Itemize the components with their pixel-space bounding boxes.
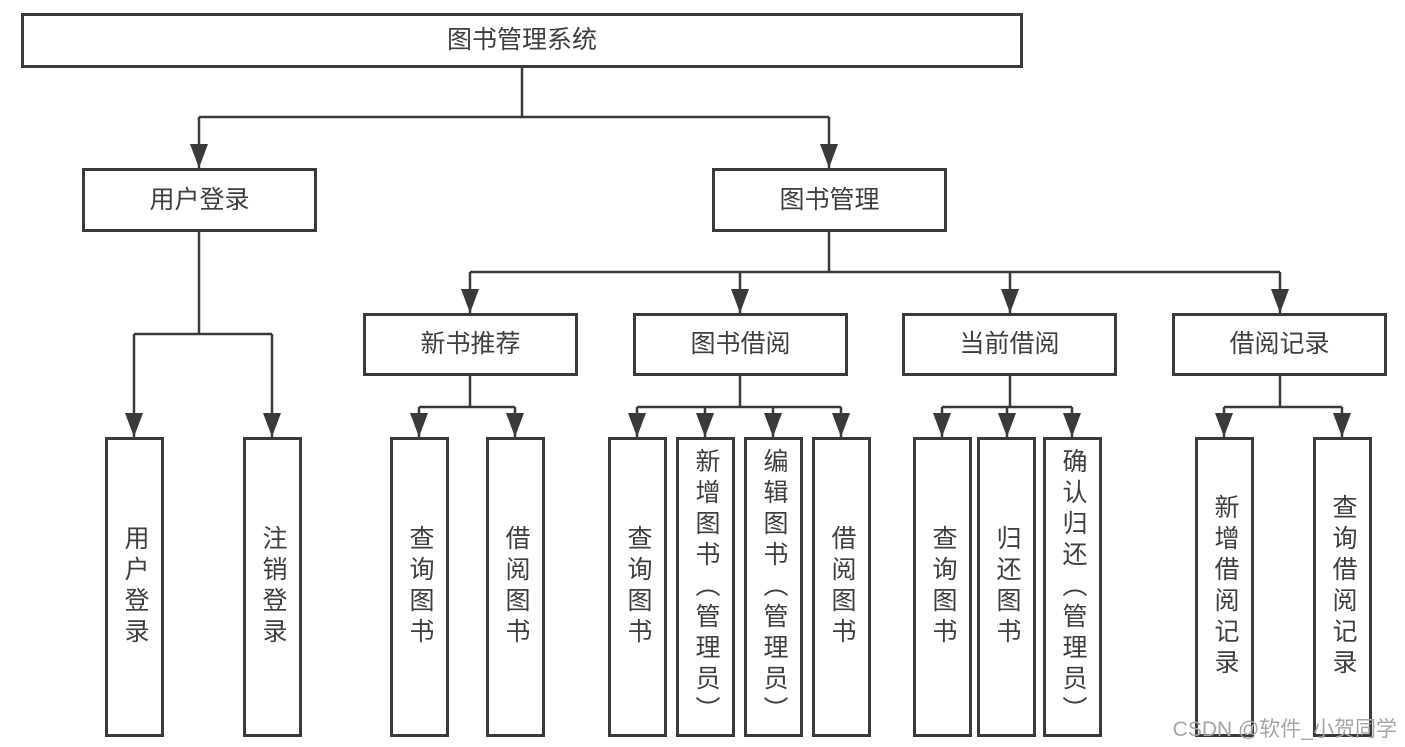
leaf-query-books-1: 查询图书 bbox=[390, 437, 449, 737]
leaf-user-login-label: 用户登录 bbox=[121, 525, 149, 649]
node-root-label: 图书管理系统 bbox=[446, 26, 597, 54]
leaf-add-borrow-record: 新增借阅记录 bbox=[1195, 437, 1254, 737]
leaf-add-books-admin: 新增图书（管理员） bbox=[676, 437, 735, 737]
leaf-borrow-books-1-label: 借阅图书 bbox=[502, 525, 530, 649]
node-root: 图书管理系统 bbox=[21, 13, 1023, 68]
leaf-query-books-3: 查询图书 bbox=[913, 437, 972, 737]
leaf-query-books-1-label: 查询图书 bbox=[406, 525, 434, 649]
node-current-borrowing: 当前借阅 bbox=[902, 313, 1117, 376]
node-user-login-label: 用户登录 bbox=[149, 185, 250, 214]
csdn-watermark: CSDN @软件_小贺同学 bbox=[1172, 718, 1397, 741]
leaf-query-books-3-label: 查询图书 bbox=[929, 525, 957, 649]
leaf-confirm-return-admin-label: 确认归还（管理员） bbox=[1059, 447, 1087, 727]
node-new-book-recommend-label: 新书推荐 bbox=[420, 330, 521, 358]
leaf-query-borrow-record: 查询借阅记录 bbox=[1313, 437, 1372, 737]
node-book-mgmt-label: 图书管理 bbox=[779, 185, 880, 214]
leaf-query-books-2-label: 查询图书 bbox=[624, 525, 652, 649]
node-borrow-records: 借阅记录 bbox=[1172, 313, 1387, 376]
leaf-edit-books-admin-label: 编辑图书（管理员） bbox=[760, 447, 788, 727]
node-book-borrowing-label: 图书借阅 bbox=[690, 330, 791, 358]
leaf-user-login: 用户登录 bbox=[105, 437, 164, 737]
leaf-confirm-return-admin: 确认归还（管理员） bbox=[1043, 437, 1102, 737]
leaf-borrow-books-2: 借阅图书 bbox=[812, 437, 871, 737]
connector-records-split bbox=[1224, 376, 1342, 409]
node-new-book-recommend: 新书推荐 bbox=[363, 313, 578, 376]
leaf-borrow-books-1: 借阅图书 bbox=[486, 437, 545, 737]
connector-user-login-split bbox=[134, 232, 272, 336]
leaf-query-books-2: 查询图书 bbox=[608, 437, 667, 737]
connector-root-split bbox=[199, 68, 829, 119]
node-book-borrowing: 图书借阅 bbox=[633, 313, 848, 376]
node-book-mgmt: 图书管理 bbox=[712, 168, 947, 232]
node-current-borrowing-label: 当前借阅 bbox=[959, 330, 1060, 358]
leaf-add-borrow-record-label: 新增借阅记录 bbox=[1211, 494, 1239, 680]
leaf-logout: 注销登录 bbox=[243, 437, 302, 737]
leaf-return-books: 归还图书 bbox=[977, 437, 1036, 737]
leaf-add-books-admin-label: 新增图书（管理员） bbox=[692, 447, 720, 727]
node-user-login: 用户登录 bbox=[82, 168, 317, 232]
node-borrow-records-label: 借阅记录 bbox=[1229, 330, 1330, 358]
leaf-query-borrow-record-label: 查询借阅记录 bbox=[1329, 494, 1357, 680]
connector-borrowing-split bbox=[637, 376, 841, 409]
connector-book-mgmt-split bbox=[470, 232, 1280, 274]
leaf-edit-books-admin: 编辑图书（管理员） bbox=[744, 437, 803, 737]
connector-new-books-split bbox=[419, 376, 515, 409]
connector-current-split bbox=[942, 376, 1072, 409]
leaf-logout-label: 注销登录 bbox=[259, 525, 287, 649]
leaf-return-books-label: 归还图书 bbox=[993, 525, 1021, 649]
leaf-borrow-books-2-label: 借阅图书 bbox=[828, 525, 856, 649]
